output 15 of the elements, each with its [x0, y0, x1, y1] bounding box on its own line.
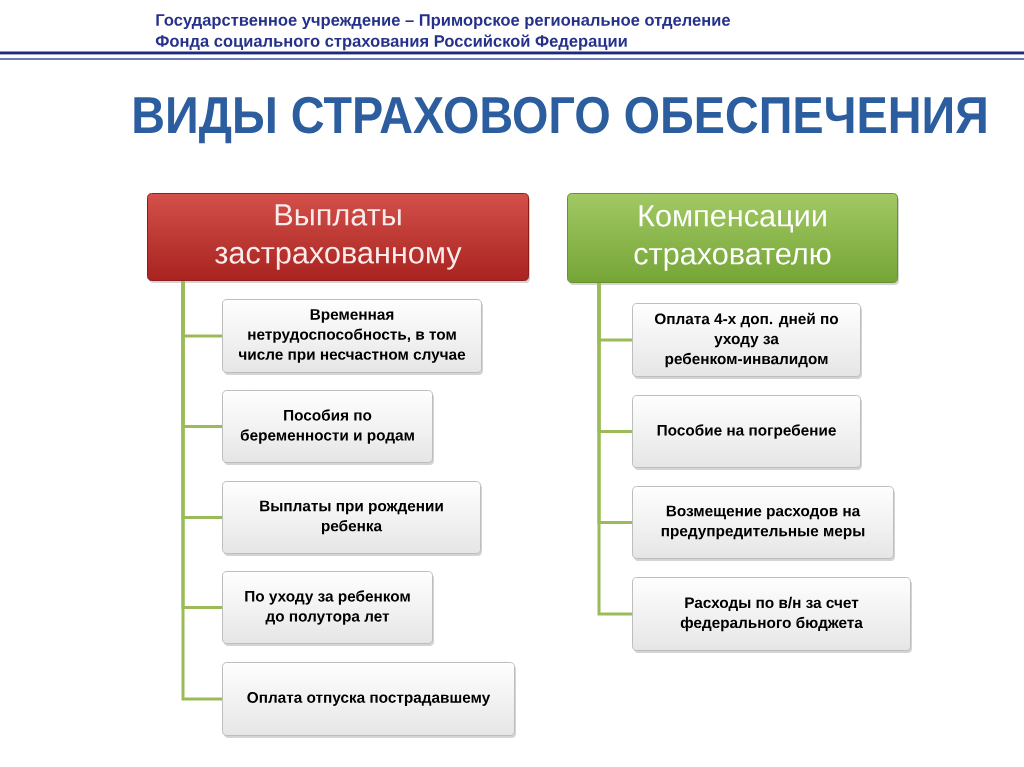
- item-box: Выплаты при рождении ребенка: [222, 481, 482, 556]
- item-box: Пособия по беременности и родам: [222, 390, 434, 465]
- item-box: Временная нетрудоспособность, в том числе при несчастном случае: [222, 299, 483, 375]
- header-text: Государственное учреждение – Приморское региональное отделение Фонда социального страхования Российской Федерации: [155, 14, 730, 51]
- item-box: Оплата 4-х доп. дней по уходу за ребенком-инвалидом: [632, 303, 862, 379]
- item-box: По уходу за ребенком до полутора лет: [222, 571, 434, 646]
- item-box: Пособие на погребение: [632, 395, 862, 470]
- connector-line: [181, 281, 222, 701]
- slide-title: ВИДЫ СТРАХОВОГО ОБЕСПЕЧЕНИЯ: [134, 96, 986, 144]
- category-header-box: Выплаты застрахованному: [147, 193, 530, 283]
- item-box: Расходы по в/н за счет федерального бюджета: [632, 577, 912, 653]
- category-header-box: Компенсации страхователю: [567, 193, 899, 285]
- item-box: Оплата отпуска пострадавшему: [222, 662, 516, 738]
- item-box: Возмещение расходов на предупредительные меры: [632, 486, 895, 561]
- connector-line: [597, 283, 632, 616]
